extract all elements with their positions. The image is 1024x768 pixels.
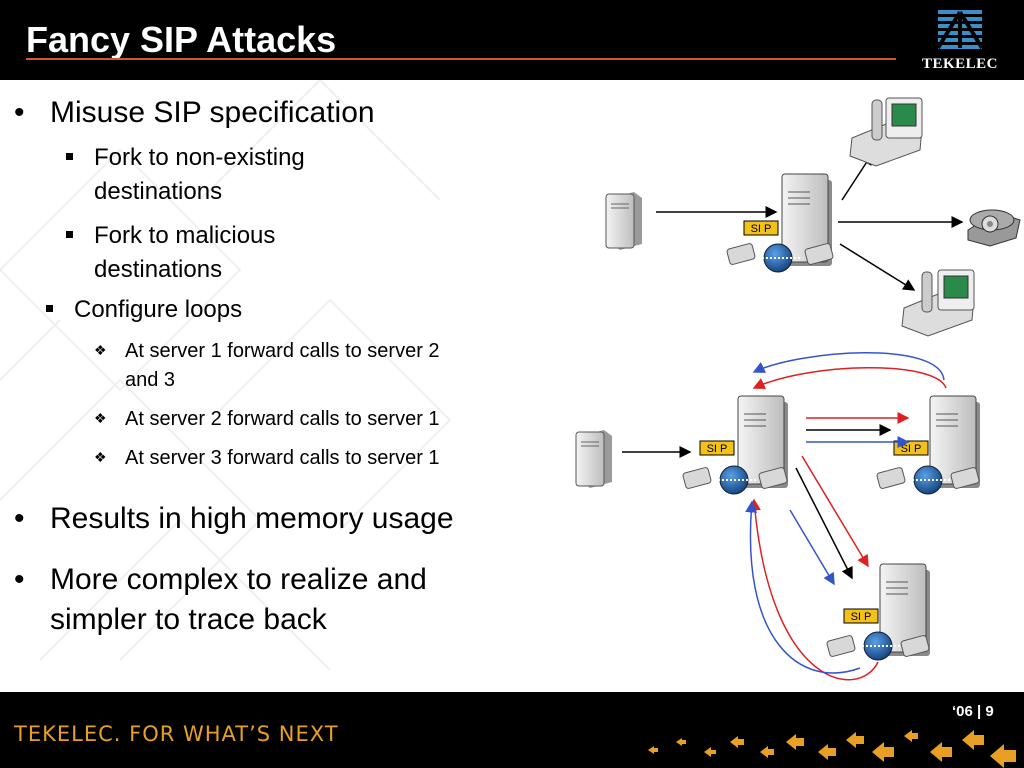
bullet-list: • Misuse SIP specification Fork to non-e… [0, 80, 560, 692]
bullet-complex-line2: simpler to trace back [50, 603, 327, 636]
sip-label-box [743, 220, 779, 236]
square-bullet [66, 153, 73, 160]
bullet-server3: At server 3 forward calls to server 1 [125, 447, 440, 469]
loop-arrow [795, 467, 853, 580]
loop-arrow [789, 509, 835, 586]
sip-server-icon [826, 563, 930, 661]
sip-label: SI P [851, 611, 872, 623]
footer-slogan: TEKELEC. FOR WHAT’S NEXT [14, 722, 339, 746]
bullet-complex-line1: More complex to realize and [50, 563, 427, 596]
client-computer-icon [605, 192, 642, 250]
sip-server-icon [682, 395, 788, 495]
bullet-server1-line2: and 3 [125, 369, 176, 391]
title-underline [26, 58, 896, 60]
bullet-memory-usage: Results in high memory usage [50, 502, 454, 535]
sip-label-box [699, 440, 735, 456]
ip-phone-icon [901, 269, 975, 337]
desk-phone-icon [967, 209, 1021, 247]
diamond-bullet-icon: ❖ [94, 342, 107, 358]
bullet-fork-nonexisting-line2: destinations [94, 178, 223, 205]
sip-label: SI P [751, 223, 772, 235]
sip-server-icon [726, 173, 834, 273]
bullet-server1-line1: At server 1 forward calls to server 2 [125, 340, 440, 362]
diamond-bullet-icon: ❖ [94, 410, 107, 426]
sip-label: SI P [901, 443, 922, 455]
bullet-dot: • [14, 502, 25, 535]
client-computer-icon [575, 430, 612, 488]
fork-arrow [839, 243, 916, 291]
square-bullet [66, 231, 73, 238]
bullet-server2: At server 2 forward calls to server 1 [125, 408, 440, 430]
bullet-misuse-sip: Misuse SIP specification [50, 96, 375, 129]
bullet-dot: • [14, 96, 25, 129]
loop-arrow [748, 498, 879, 681]
bullet-fork-malicious-line2: destinations [94, 256, 223, 283]
page-number: ‘06 | 9 [952, 703, 994, 720]
footer-bar [0, 692, 1024, 768]
square-bullet [46, 305, 53, 312]
bullet-dot: • [14, 563, 25, 596]
loop-arrow [752, 352, 945, 381]
loop-arrow [752, 367, 947, 390]
sip-server-icon [876, 395, 980, 495]
tekelec-logo-icon [936, 10, 984, 50]
loop-arrow [801, 455, 869, 568]
footer-arrow-pattern [648, 730, 1016, 768]
logo-text: TEKELEC [921, 56, 999, 72]
bullet-fork-malicious-line1: Fork to malicious [94, 222, 276, 249]
bullet-configure-loops: Configure loops [74, 296, 243, 323]
diamond-bullet-icon: ❖ [94, 449, 107, 465]
background-chevron-pattern [0, 80, 452, 671]
bullet-fork-nonexisting-line1: Fork to non-existing [94, 144, 305, 171]
header-bar [0, 0, 1024, 80]
sip-label: SI P [707, 443, 728, 455]
sip-label-box [843, 608, 879, 624]
ip-phone-icon [849, 97, 923, 167]
loop-arrow [745, 500, 861, 674]
sip-attack-diagram: SI P S [575, 97, 1021, 681]
slide-title: Fancy SIP Attacks [26, 19, 337, 60]
